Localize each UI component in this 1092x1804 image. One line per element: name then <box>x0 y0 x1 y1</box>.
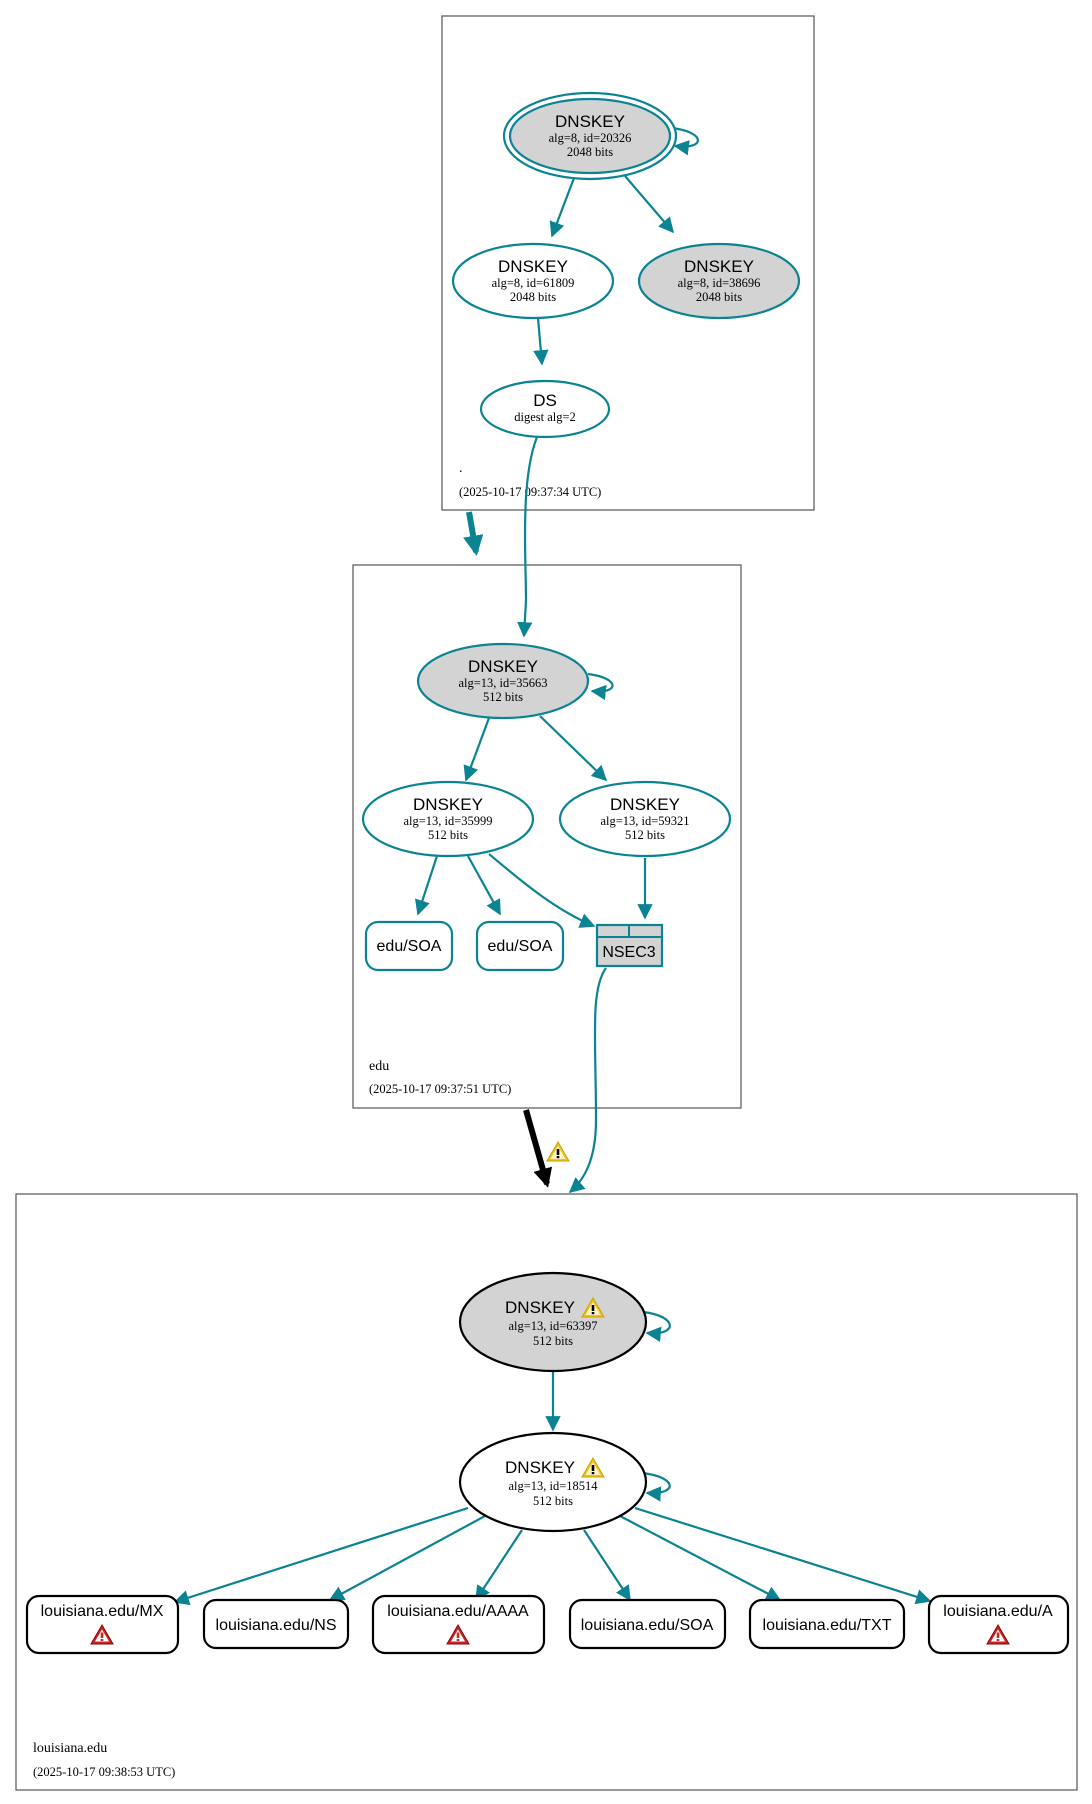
zone-louisiana-name: louisiana.edu <box>33 1741 107 1756</box>
node-lou-soa[interactable]: louisiana.edu/SOA <box>568 1598 727 1650</box>
node-edu-zsk2-line1: alg=13, id=59321 <box>600 814 689 828</box>
edge-lou-zsk-soa <box>583 1529 631 1602</box>
node-edu-zsk2-title: DNSKEY <box>610 795 680 814</box>
node-edu-ksk-line2: 512 bits <box>483 690 523 704</box>
edge-edu-ksk-self <box>587 672 614 701</box>
edge-lou-zsk-ns <box>328 1515 486 1601</box>
node-root-ds[interactable]: DS digest alg=2 <box>479 379 611 439</box>
node-edu-zsk2[interactable]: DNSKEY alg=13, id=59321 512 bits <box>558 780 732 858</box>
node-edu-ksk-line1: alg=13, id=35663 <box>458 676 547 690</box>
node-lou-ns-label: louisiana.edu/NS <box>216 1617 337 1634</box>
node-root-zsk1-title: DNSKEY <box>498 257 568 276</box>
node-edu-soa-2[interactable]: edu/SOA <box>475 920 565 972</box>
node-root-ksk-line1: alg=8, id=20326 <box>549 131 632 145</box>
node-lou-soa-label: louisiana.edu/SOA <box>581 1617 714 1634</box>
edge-edu-ksk-zsk1 <box>463 717 491 782</box>
node-lou-zsk-line2: 512 bits <box>533 1494 573 1508</box>
node-lou-txt-label: louisiana.edu/TXT <box>763 1617 892 1634</box>
node-root-zsk2[interactable]: DNSKEY alg=8, id=38696 2048 bits <box>637 242 801 320</box>
edge-lou-zsk-txt <box>619 1515 782 1601</box>
node-lou-zsk-title: DNSKEY <box>505 1458 575 1477</box>
edge-edu-zsk1-soa2 <box>467 855 501 916</box>
node-root-zsk1-line2: 2048 bits <box>510 290 556 304</box>
node-lou-zsk-line1: alg=13, id=18514 <box>508 1479 598 1493</box>
node-root-ksk-title: DNSKEY <box>555 112 625 131</box>
node-edu-ksk-title: DNSKEY <box>468 657 538 676</box>
node-edu-zsk1[interactable]: DNSKEY alg=13, id=35999 512 bits <box>361 780 535 858</box>
edge-lou-zsk-self <box>641 1471 671 1502</box>
edge-nsec3-louisiana <box>568 967 607 1194</box>
node-root-zsk2-line2: 2048 bits <box>696 290 742 304</box>
node-root-zsk1[interactable]: DNSKEY alg=8, id=61809 2048 bits <box>451 242 615 320</box>
node-lou-ns[interactable]: louisiana.edu/NS <box>202 1598 350 1650</box>
edge-root-ds-edu-ksk <box>517 436 539 638</box>
zone-root-timestamp: (2025-10-17 09:37:34 UTC) <box>459 485 601 499</box>
edge-lou-zsk-mx <box>173 1506 469 1606</box>
edge-root-ksk-self <box>671 126 699 156</box>
node-edu-zsk1-line1: alg=13, id=35999 <box>403 814 492 828</box>
node-edu-zsk1-line2: 512 bits <box>428 828 468 842</box>
node-edu-soa-2-label: edu/SOA <box>488 938 553 955</box>
edge-root-zsk1-ds <box>533 317 549 366</box>
node-lou-ksk-line1: alg=13, id=63397 <box>508 1319 597 1333</box>
delegation-edu-louisiana-arrow <box>523 1109 553 1188</box>
node-root-ds-line1: digest alg=2 <box>514 410 576 424</box>
node-root-ksk-line2: 2048 bits <box>567 145 613 159</box>
edge-edu-zsk1-nsec3 <box>488 853 596 928</box>
node-edu-soa-1-label: edu/SOA <box>377 938 442 955</box>
delegation-root-edu-arrow <box>463 511 484 557</box>
node-lou-aaaa[interactable]: louisiana.edu/AAAA <box>371 1594 546 1655</box>
delegation-warning-icon <box>546 1141 570 1162</box>
node-lou-ksk-line2: 512 bits <box>533 1334 573 1348</box>
node-edu-zsk2-line2: 512 bits <box>625 828 665 842</box>
zone-root-name: . <box>459 461 463 476</box>
node-lou-mx-label: louisiana.edu/MX <box>41 1603 164 1620</box>
node-root-zsk1-line1: alg=8, id=61809 <box>492 276 575 290</box>
edge-root-ksk-zsk1 <box>549 177 576 238</box>
node-lou-zsk[interactable]: DNSKEY alg=13, id=18514 512 bits <box>458 1431 648 1533</box>
node-edu-nsec3[interactable]: NSEC3 <box>595 923 664 968</box>
zone-edu-timestamp: (2025-10-17 09:37:51 UTC) <box>369 1082 511 1096</box>
node-edu-soa-1[interactable]: edu/SOA <box>364 920 454 972</box>
node-root-zsk2-title: DNSKEY <box>684 257 754 276</box>
node-lou-a[interactable]: louisiana.edu/A <box>927 1594 1070 1655</box>
node-lou-aaaa-label: louisiana.edu/AAAA <box>387 1603 529 1620</box>
zone-louisiana-timestamp: (2025-10-17 09:38:53 UTC) <box>33 1765 175 1779</box>
node-lou-ksk-title: DNSKEY <box>505 1298 575 1317</box>
node-root-ksk[interactable]: DNSKEY alg=8, id=20326 2048 bits <box>502 91 678 181</box>
edge-edu-ksk-zsk2 <box>539 715 608 782</box>
node-root-ds-title: DS <box>533 391 557 410</box>
node-lou-ksk[interactable]: DNSKEY alg=13, id=63397 512 bits <box>458 1271 648 1373</box>
node-lou-mx[interactable]: louisiana.edu/MX <box>25 1594 180 1655</box>
node-edu-zsk1-title: DNSKEY <box>413 795 483 814</box>
edge-edu-zsk1-soa1 <box>414 855 439 916</box>
node-lou-a-label: louisiana.edu/A <box>943 1603 1053 1620</box>
edge-root-ksk-zsk2 <box>624 175 675 234</box>
node-edu-nsec3-label: NSEC3 <box>602 944 655 961</box>
node-edu-ksk[interactable]: DNSKEY alg=13, id=35663 512 bits <box>416 642 590 720</box>
zone-edu-name: edu <box>369 1059 389 1074</box>
edge-lou-zsk-a <box>634 1506 932 1605</box>
edge-lou-ksk-self <box>642 1310 671 1342</box>
node-lou-txt[interactable]: louisiana.edu/TXT <box>748 1598 906 1650</box>
node-root-zsk2-line1: alg=8, id=38696 <box>678 276 761 290</box>
edge-lou-zsk-aaaa <box>475 1529 523 1602</box>
